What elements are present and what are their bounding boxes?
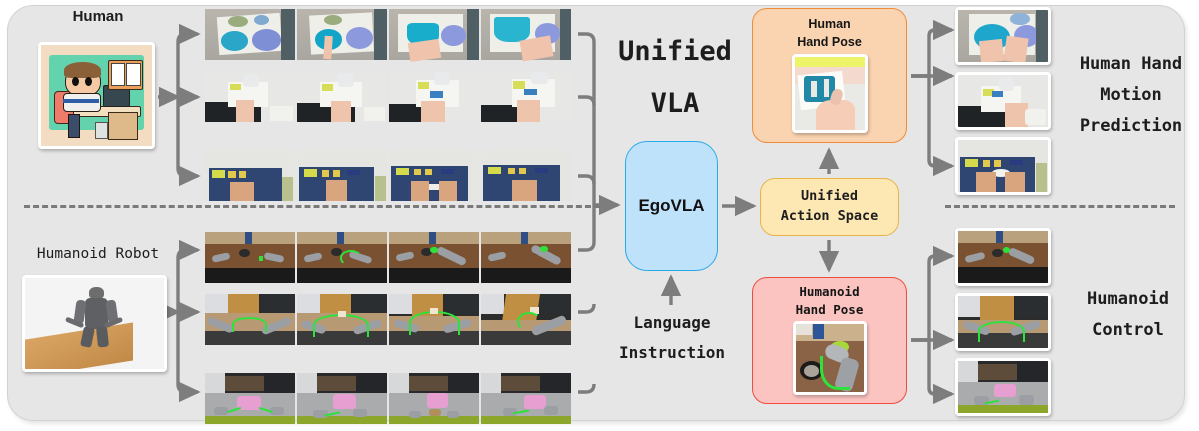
human-hand-pose-thumb — [791, 54, 868, 134]
robot-strip-1-frame-3 — [389, 232, 479, 283]
humanoid-robot-avatar — [22, 275, 167, 372]
egovla-box[interactable]: EgoVLA — [625, 141, 718, 271]
human-strip-2-frame-2 — [297, 71, 387, 122]
robot-strip-1-frame-2 — [297, 232, 387, 283]
robot-strip-3-frame-3 — [389, 373, 479, 424]
human-hand-motion-prediction-line-3: Prediction — [1079, 116, 1183, 136]
human-strip-3-frame-3 — [389, 150, 479, 201]
human-strip-3-frame-2 — [297, 150, 387, 201]
human-strip-1-frame-2 — [297, 9, 387, 60]
divider-left — [24, 205, 600, 208]
humanoid-robot-label: Humanoid Robot — [36, 246, 160, 262]
human-strip-2-frame-3 — [389, 71, 479, 122]
human-strip-1-frame-4 — [481, 9, 571, 62]
human-strip-1-frame-1 — [205, 9, 295, 60]
unified-action-space-line-1: Unified — [801, 188, 858, 205]
output-human-frame-3 — [955, 137, 1051, 195]
human-strip-2-frame-1 — [205, 71, 295, 122]
unified-action-space-line-2: Action Space — [780, 208, 879, 224]
output-robot-frame-3 — [955, 358, 1051, 416]
robot-strip-3-frame-1 — [205, 373, 295, 424]
humanoid-hand-pose-thumb — [792, 321, 867, 396]
humanoid-hand-pose-line-1: Humanoid — [799, 284, 860, 299]
output-human-frame-2 — [955, 72, 1051, 130]
robot-strip-1-frame-1 — [205, 232, 295, 283]
human-hand-motion-prediction-line-2: Motion — [1100, 85, 1162, 105]
human-avatar — [38, 42, 155, 149]
robot-strip-3-frame-4 — [481, 373, 571, 424]
humanoid-hand-pose-line-2: Hand Pose — [795, 302, 864, 318]
humanoid-control-line-2: Control — [1092, 320, 1164, 340]
human-hand-motion-prediction-line-1: Human Hand — [1079, 54, 1183, 74]
robot-strip-2-frame-3 — [389, 294, 479, 345]
language-instruction-line-1: Language — [633, 313, 711, 332]
output-robot-frame-2 — [955, 293, 1051, 351]
robot-strip-1-frame-4 — [481, 232, 571, 283]
human-strip-3-frame-1 — [205, 150, 295, 201]
robot-strip-3-frame-2 — [297, 373, 387, 424]
language-instruction-line-2: Instruction — [619, 343, 725, 362]
page-title-line-1: Unified — [618, 36, 732, 67]
divider-right — [945, 205, 1175, 208]
output-robot-frame-1 — [955, 228, 1051, 286]
human-strip-3-frame-4 — [481, 150, 571, 201]
humanoid-hand-pose-box[interactable]: Humanoid Hand Pose — [752, 277, 907, 404]
humanoid-control-line-1: Humanoid — [1087, 289, 1169, 309]
robot-strip-2-frame-4 — [481, 294, 571, 345]
human-label: Human — [72, 8, 124, 25]
human-strip-2-frame-4 — [481, 71, 571, 122]
unified-action-space-box[interactable]: Unified Action Space — [760, 178, 899, 236]
output-human-frame-1 — [955, 7, 1051, 65]
robot-strip-2-frame-1 — [205, 294, 295, 345]
page-title-line-2: VLA — [650, 88, 700, 119]
robot-strip-2-frame-2 — [297, 294, 387, 345]
human-hand-pose-line-2: Hand Pose — [797, 35, 862, 50]
human-hand-pose-line-1: Human — [808, 17, 851, 31]
egovla-label: EgoVLA — [638, 196, 705, 215]
human-hand-pose-box[interactable]: Human Hand Pose — [752, 8, 907, 143]
human-strip-1-frame-3 — [389, 9, 479, 63]
